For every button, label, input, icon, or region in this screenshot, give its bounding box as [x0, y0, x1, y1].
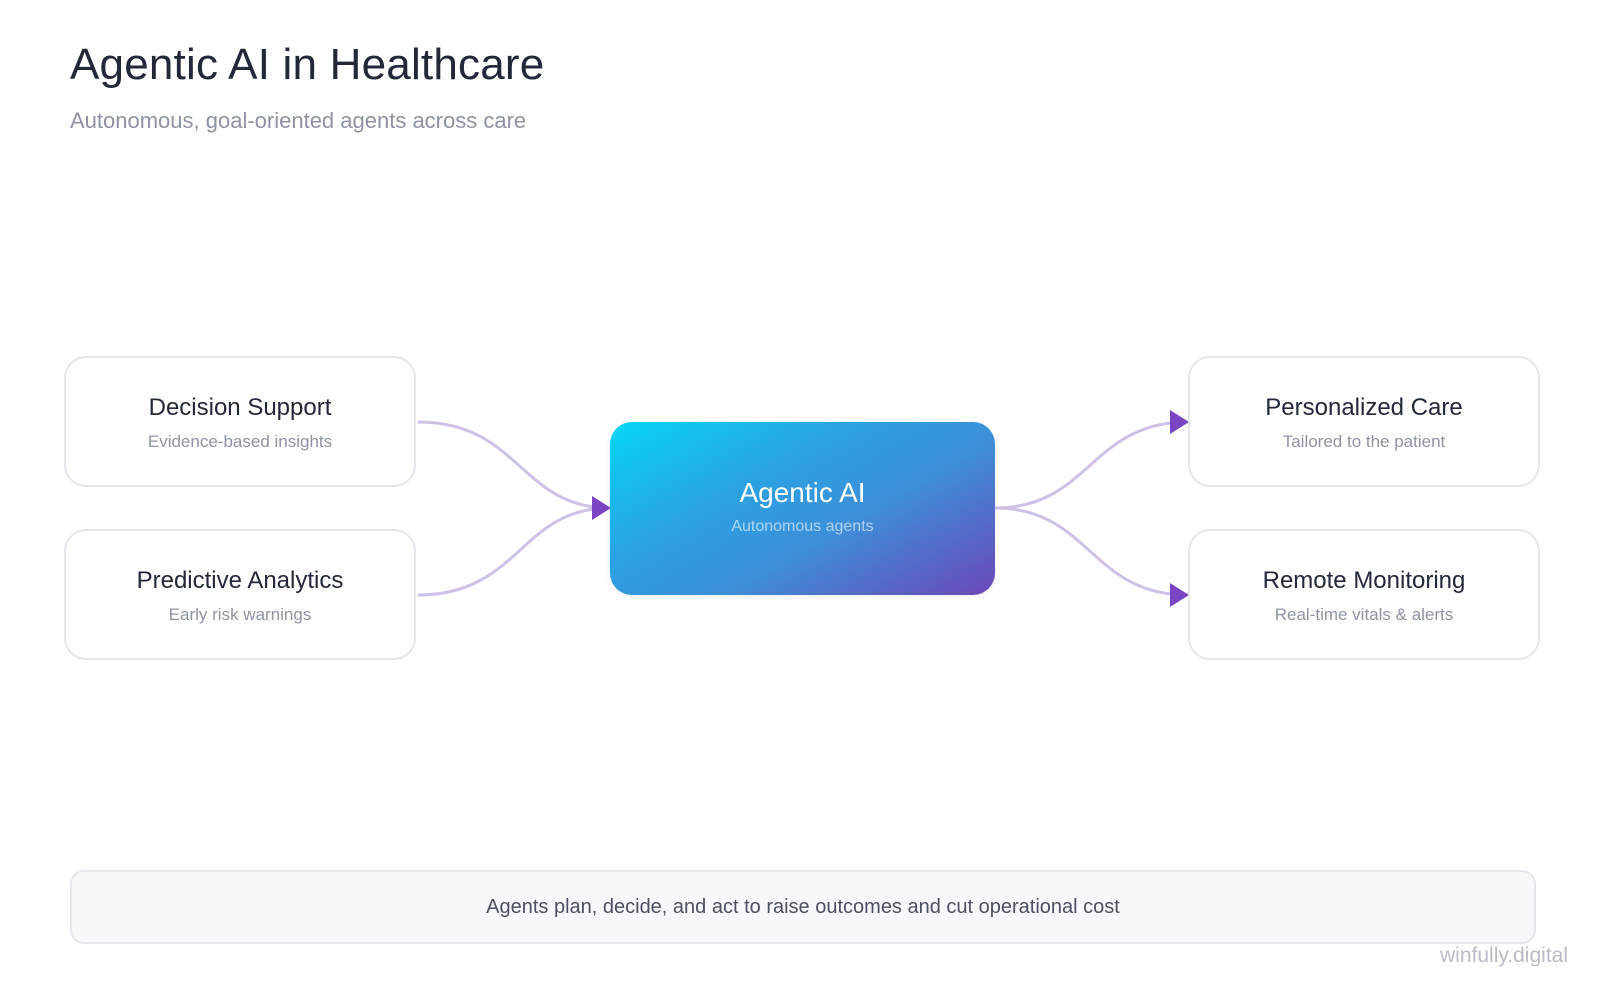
- connector-decision-to-center: [417, 420, 611, 510]
- node-personalized-care: Personalized Care Tailored to the patien…: [1188, 356, 1540, 487]
- node-agentic-ai: Agentic AI Autonomous agents: [610, 422, 995, 595]
- node-title: Decision Support: [148, 394, 332, 421]
- connector-center-to-remote: [994, 506, 1189, 597]
- footer-summary-box: Agents plan, decide, and act to raise ou…: [70, 870, 1536, 944]
- node-subtitle: Tailored to the patient: [1282, 432, 1446, 451]
- arrow-into-personalized: [1170, 410, 1189, 434]
- center-title: Agentic AI: [739, 477, 866, 508]
- footer-summary-text: Agents plan, decide, and act to raise ou…: [486, 896, 1120, 918]
- connector-center-to-personalized: [994, 420, 1189, 510]
- arrow-into-center: [592, 496, 611, 520]
- node-title: Personalized Care: [1265, 394, 1463, 421]
- page-subtitle: Autonomous, goal-oriented agents across …: [70, 108, 527, 133]
- node-predictive-analytics: Predictive Analytics Early risk warnings: [64, 529, 416, 660]
- center-subtitle: Autonomous agents: [731, 518, 874, 535]
- node-subtitle: Evidence-based insights: [147, 432, 333, 451]
- node-remote-monitoring: Remote Monitoring Real-time vitals & ale…: [1188, 529, 1540, 660]
- node-subtitle: Real-time vitals & alerts: [1274, 605, 1454, 624]
- arrow-into-remote: [1170, 583, 1189, 607]
- node-subtitle: Early risk warnings: [168, 605, 312, 624]
- page-title: Agentic AI in Healthcare: [70, 40, 545, 89]
- watermark: winfully.digital: [1440, 944, 1568, 967]
- node-decision-support: Decision Support Evidence-based insights: [64, 356, 416, 487]
- connector-predictive-to-center: [417, 506, 611, 597]
- node-title: Predictive Analytics: [136, 567, 344, 594]
- node-title: Remote Monitoring: [1262, 567, 1466, 594]
